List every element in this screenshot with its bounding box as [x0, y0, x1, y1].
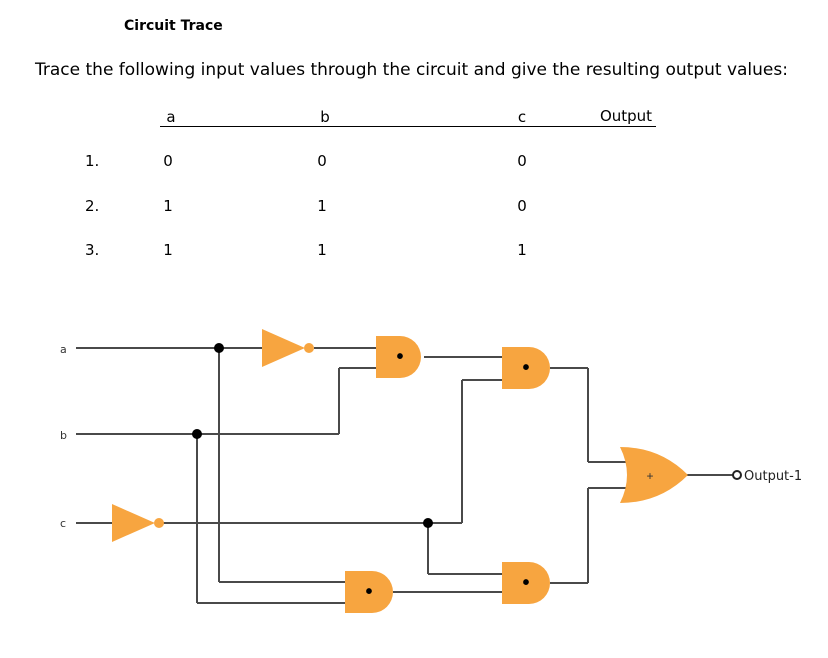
and-symbol: •: [522, 572, 529, 594]
header-b: b: [320, 108, 330, 126]
cell-b: 1: [317, 241, 327, 259]
and-symbol: •: [522, 357, 529, 379]
input-label-b: b: [60, 429, 67, 442]
and-gate-4: •: [502, 562, 550, 604]
junction-dot: [192, 429, 202, 439]
not-gate-c: [112, 504, 164, 542]
output-label: Output-1: [744, 469, 802, 484]
cell-c: 0: [517, 152, 527, 170]
and-symbol: •: [396, 346, 403, 368]
junction-dot: [214, 343, 224, 353]
or-symbol: +: [646, 469, 653, 483]
cell-a: 1: [163, 197, 173, 215]
cell-c: 1: [517, 241, 527, 259]
header-output: Output: [599, 107, 653, 125]
instructions-text: Trace the following input values through…: [35, 60, 788, 80]
input-label-a: a: [60, 343, 67, 356]
wires: [76, 347, 733, 604]
or-gate: +: [620, 447, 688, 503]
input-label-c: c: [60, 517, 66, 530]
cell-b: 0: [317, 152, 327, 170]
header-rule: [160, 126, 656, 127]
junction-dot: [423, 518, 433, 528]
output-terminal: [732, 470, 742, 480]
row-number: 1.: [85, 152, 100, 170]
cell-b: 1: [317, 197, 327, 215]
header-c: c: [517, 108, 527, 126]
and-gate-3: •: [345, 571, 393, 613]
and-symbol: •: [365, 581, 372, 603]
not-gate-a: [262, 329, 314, 367]
document-title: Circuit Trace: [124, 18, 223, 34]
and-gate-1: •: [376, 336, 421, 378]
and-gate-2: •: [502, 347, 550, 389]
cell-a: 0: [163, 152, 173, 170]
cell-a: 1: [163, 241, 173, 259]
header-a: a: [166, 108, 176, 126]
cell-c: 0: [517, 197, 527, 215]
row-number: 3.: [85, 241, 100, 259]
row-number: 2.: [85, 197, 100, 215]
